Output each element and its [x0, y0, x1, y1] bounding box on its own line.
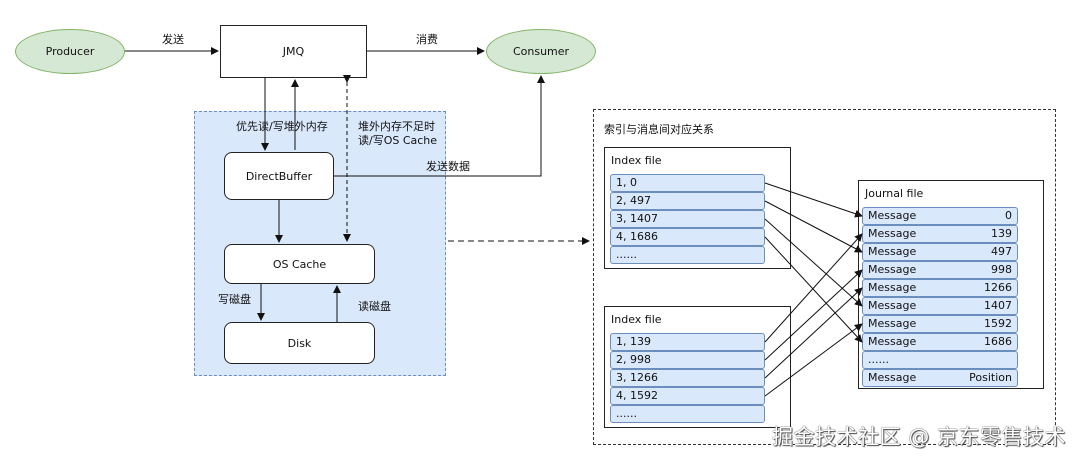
consumer-node: Consumer: [486, 29, 596, 74]
index-entry: 4, 1592: [616, 389, 658, 402]
journal-row: ......: [862, 351, 1018, 369]
send-label: 发送: [162, 33, 184, 46]
journal-row-position: 998: [991, 263, 1012, 276]
journal-row-position: 0: [1005, 209, 1012, 222]
journal-row-label: Message: [868, 317, 917, 330]
journal-row-position: 497: [991, 245, 1012, 258]
write-disk-label: 写磁盘: [218, 293, 251, 306]
index-entry: 3, 1407: [616, 212, 658, 225]
journal-row-label: Message: [868, 371, 917, 384]
journal-row-label: Message: [868, 299, 917, 312]
index-file-1-row: 1, 0: [610, 174, 765, 192]
index-file-2-row: 1, 139: [610, 333, 765, 351]
disk-node: Disk: [224, 322, 375, 364]
index-file-2-title: Index file: [611, 313, 662, 326]
index-file-2-row: 2, 998: [610, 351, 765, 369]
journal-row-position: 1266: [984, 281, 1012, 294]
journal-row: Message 497: [862, 243, 1018, 261]
index-entry: ......: [616, 248, 637, 261]
journal-row-label: Message: [868, 209, 917, 222]
producer-node: Producer: [15, 29, 125, 74]
watermark: 掘金技术社区 @ 京东零售技术: [772, 425, 1066, 449]
index-file-2-row: 3, 1266: [610, 369, 765, 387]
offheap-label-line1: 堆外内存不足时: [358, 120, 435, 133]
journal-row-position: 1686: [984, 335, 1012, 348]
direct-buffer-node: DirectBuffer: [224, 152, 334, 200]
index-file-1-row: 2, 497: [610, 192, 765, 210]
index-entry: 1, 0: [616, 176, 637, 189]
journal-row: Message Position: [862, 369, 1018, 387]
offheap-label-line2: 读/写OS Cache: [358, 134, 438, 147]
jmq-node: JMQ: [220, 25, 367, 78]
journal-row: Message 998: [862, 261, 1018, 279]
journal-row: Message 1686: [862, 333, 1018, 351]
index-file-1-title: Index file: [611, 154, 662, 167]
journal-row: Message 0: [862, 207, 1018, 225]
index-file-2-row: 4, 1592: [610, 387, 765, 405]
journal-row-position: 1407: [984, 299, 1012, 312]
os-cache-node: OS Cache: [224, 244, 375, 284]
index-entry: ......: [616, 407, 637, 420]
index-file-1-row: 3, 1407: [610, 210, 765, 228]
journal-row-position: 139: [991, 227, 1012, 240]
journal-row-label: Message: [868, 245, 917, 258]
journal-row-label: Message: [868, 281, 917, 294]
index-file-1-row: ......: [610, 246, 765, 264]
index-region-title: 索引与消息间对应关系: [604, 123, 714, 136]
index-entry: 2, 497: [616, 194, 651, 207]
index-file-2-row: ......: [610, 405, 765, 423]
journal-row: Message 139: [862, 225, 1018, 243]
journal-row-label: Message: [868, 227, 917, 240]
consume-label: 消费: [416, 33, 438, 46]
journal-row-label: Message: [868, 263, 917, 276]
journal-row-label: Message: [868, 335, 917, 348]
journal-row: Message 1266: [862, 279, 1018, 297]
journal-row-label: ......: [868, 353, 889, 366]
index-entry: 3, 1266: [616, 371, 658, 384]
index-entry: 2, 998: [616, 353, 651, 366]
index-entry: 4, 1686: [616, 230, 658, 243]
priority-rw-label: 优先读/写堆外内存: [236, 120, 328, 133]
send-data-label: 发送数据: [426, 160, 470, 173]
read-disk-label: 读磁盘: [358, 300, 391, 313]
journal-row-position: 1592: [984, 317, 1012, 330]
index-entry: 1, 139: [616, 335, 651, 348]
index-file-1-row: 4, 1686: [610, 228, 765, 246]
journal-row-position: Position: [969, 371, 1012, 384]
journal-row: Message 1592: [862, 315, 1018, 333]
journal-file-title: Journal file: [865, 187, 924, 200]
index-mapping-region: [593, 109, 1056, 445]
journal-row: Message 1407: [862, 297, 1018, 315]
